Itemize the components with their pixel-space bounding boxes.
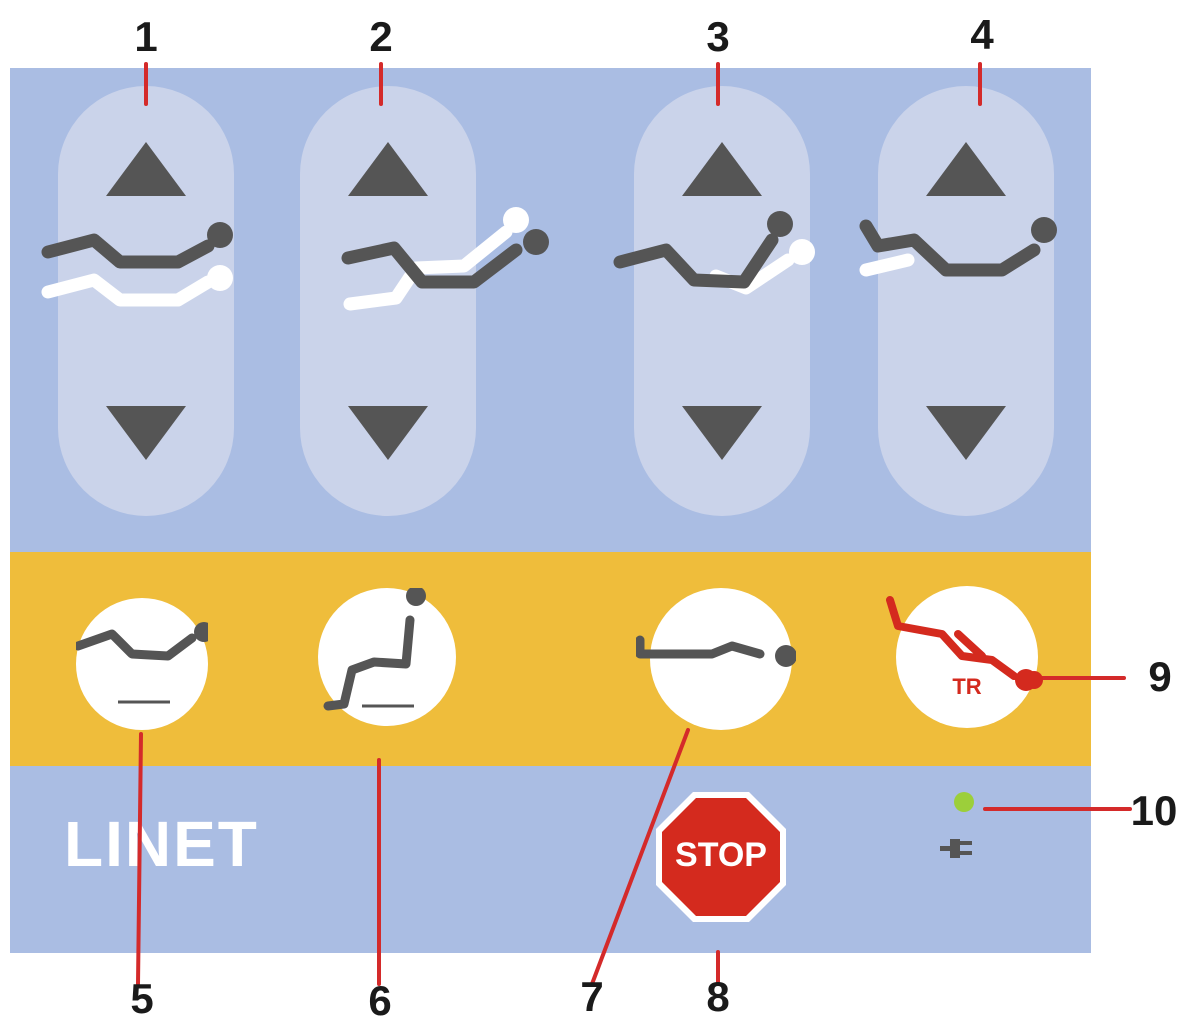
bed-height-up-button[interactable] xyxy=(106,142,186,196)
cardiac-chair-position-icon xyxy=(76,622,208,704)
bed-height-icon xyxy=(41,222,233,307)
chair-position-icon xyxy=(323,588,426,711)
flat-position-button[interactable] xyxy=(636,588,796,730)
trendelenburg-up-button[interactable] xyxy=(682,142,762,196)
callout-1: 1 xyxy=(134,13,158,60)
flat-position-icon xyxy=(636,635,796,667)
trendelenburg-down-button[interactable] xyxy=(682,406,762,460)
callout-7: 7 xyxy=(580,973,604,1020)
cardiac-chair-position-button[interactable] xyxy=(76,598,208,730)
callout-5: 5 xyxy=(130,975,154,1022)
callout-8: 8 xyxy=(706,973,730,1020)
linet-logo: LINET xyxy=(64,808,259,880)
stop-button[interactable]: STOP xyxy=(654,790,788,924)
thigh-rest-down-button[interactable] xyxy=(926,406,1006,460)
thigh-rest-rocker xyxy=(859,86,1057,516)
backrest-rocker xyxy=(300,86,549,516)
callout-4: 4 xyxy=(970,11,994,58)
bed-height-down-button[interactable] xyxy=(106,406,186,460)
callout-9: 9 xyxy=(1148,653,1172,700)
trendelenburg-position-icon xyxy=(886,596,1037,691)
power-indicator-led xyxy=(954,792,974,812)
callout-6: 6 xyxy=(368,977,392,1024)
chair-position-button[interactable] xyxy=(318,588,456,726)
stop-label: STOP xyxy=(675,836,767,874)
trendelenburg-rocker xyxy=(613,86,815,516)
thigh-rest-up-button[interactable] xyxy=(926,142,1006,196)
status-panel xyxy=(10,766,1091,953)
power-plug-icon xyxy=(940,839,972,858)
callout-10: 10 xyxy=(1130,787,1178,834)
thigh-rest-icon xyxy=(859,217,1057,277)
callout-2: 2 xyxy=(369,13,393,60)
backrest-icon xyxy=(341,207,549,311)
callout-3: 3 xyxy=(706,13,730,60)
trendelenburg-icon xyxy=(613,211,815,295)
bed-height-rocker xyxy=(41,86,234,516)
tr-label: TR xyxy=(952,674,982,699)
backrest-up-button[interactable] xyxy=(348,142,428,196)
backrest-down-button[interactable] xyxy=(348,406,428,460)
trendelenburg-position-button[interactable]: TR xyxy=(886,586,1038,728)
